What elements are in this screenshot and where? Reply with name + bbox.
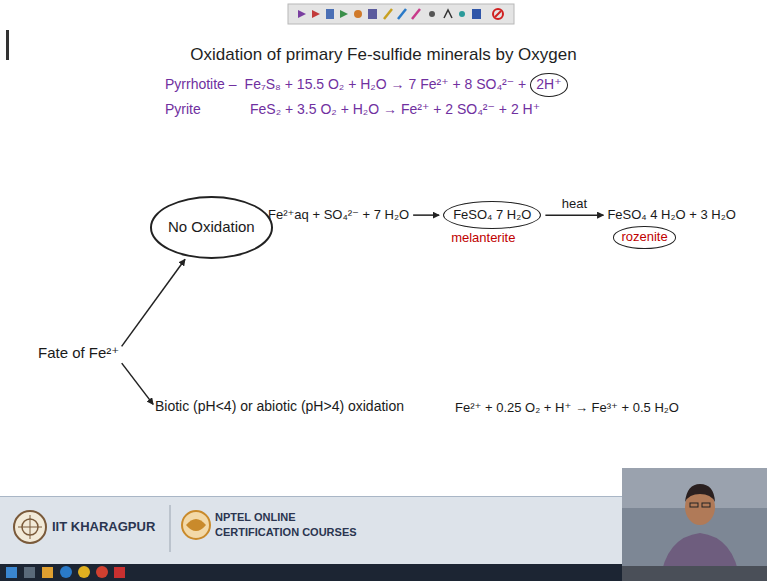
arrow-connector	[122, 259, 185, 346]
arrow-connector	[122, 363, 153, 404]
node-text: FeSO₄ 4 H₂O + 3 H₂O	[607, 207, 735, 223]
webcam-picture	[622, 468, 767, 581]
mineral-name: melanterite	[451, 230, 515, 246]
node-text: FeSO₄ 7 H₂O	[443, 201, 541, 229]
node-text: Biotic (pH<4) or abiotic (pH>4) oxidatio…	[155, 398, 404, 416]
slide-edge-mark	[6, 30, 9, 60]
mineral-name: Pyrrhotite –	[165, 76, 237, 94]
node-text: No Oxidation	[168, 218, 255, 237]
course-name: CERTIFICATION COURSES	[215, 526, 357, 540]
reactants-formula: Fe²⁺aq + SO₄²⁻ + 7 H₂O	[268, 207, 409, 223]
toolbar	[288, 4, 514, 24]
taskbar	[0, 564, 767, 581]
node-text: Fe²⁺aq + SO₄²⁻ + 7 H₂O	[268, 207, 409, 223]
institute-name: IIT KHARAGPUR	[52, 519, 155, 535]
circled-product: 2H⁺	[530, 73, 567, 97]
melanterite-formula: FeSO₄ 7 H₂Omelanterite	[443, 201, 541, 247]
arrow-connector	[413, 214, 439, 216]
mineral-name: Pyrite	[165, 101, 201, 119]
fate-label: Fate of Fe²⁺	[38, 344, 119, 363]
no-oxidation-oval: No Oxidation	[150, 196, 273, 259]
reaction-equation: Fe²⁺ + 0.25 O₂ + H⁺ → Fe³⁺ + 0.5 H₂O	[455, 400, 679, 416]
arrow-connector	[545, 214, 603, 216]
node-text: Fate of Fe²⁺	[38, 344, 119, 363]
rozenite-formula: FeSO₄ 4 H₂O + 3 H₂O rozenite	[607, 207, 735, 249]
course-name: NPTEL ONLINE	[215, 511, 295, 525]
oxidation-path: Biotic (pH<4) or abiotic (pH>4) oxidatio…	[155, 398, 404, 416]
slide-title: Oxidation of primary Fe-sulfide minerals…	[0, 44, 767, 65]
reaction-equation: Fe₇S₈ + 15.5 O₂ + H₂O → 7 Fe²⁺ + 8 SO₄²⁻…	[245, 76, 527, 94]
edge-label: heat	[560, 196, 589, 212]
reaction-equation: FeS₂ + 3.5 O₂ + H₂O → Fe²⁺ + 2 SO₄²⁻ + 2…	[250, 101, 540, 119]
mineral-name: rozenite	[613, 226, 675, 248]
